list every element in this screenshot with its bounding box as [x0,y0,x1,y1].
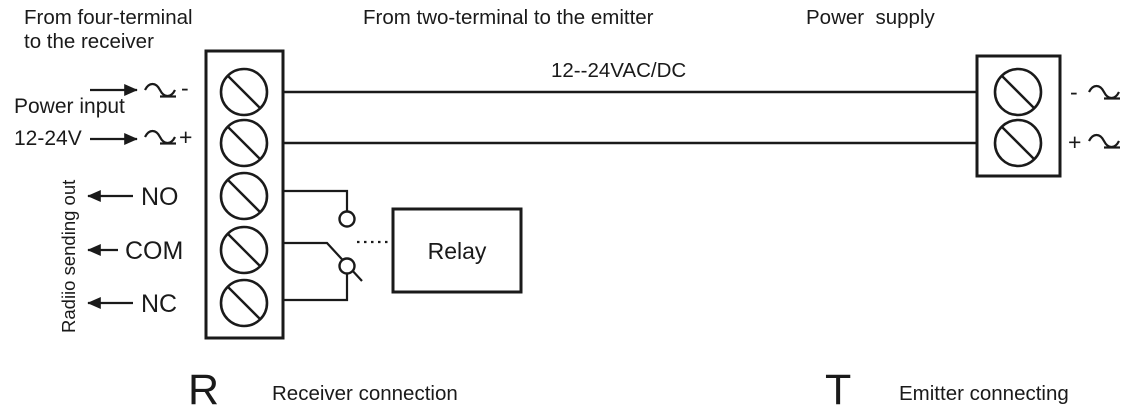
emitter-positive-sign: + [1068,129,1081,155]
caption-receiver-source-line1: From four-terminal [24,6,193,29]
emitter-symbol-t: T [825,366,851,413]
receiver-screw-terminal-3 [219,171,269,221]
output-label-nc: NC [141,290,177,318]
ac-dc-wave-symbol-negative-emitter [1088,84,1120,100]
emitter-bottom-caption: Emitter connecting [899,382,1069,405]
relay-contact-no-path [283,189,349,211]
relay-contact-nc-path [283,274,349,302]
relay-contact-com-pivot [338,257,356,275]
ac-dc-wave-symbol-positive-left [144,129,176,145]
output-label-no: NO [141,183,179,211]
output-label-com: COM [125,237,183,265]
receiver-screw-terminal-4 [219,225,269,275]
wire-voltage-label: 12--24VAC/DC [551,59,686,82]
emitter-screw-terminal-2 [993,118,1043,168]
caption-emitter-source: From two-terminal to the emitter [363,6,654,29]
emitter-negative-sign: - [1070,79,1078,105]
receiver-screw-terminal-1 [219,67,269,117]
caption-receiver-source-line2: to the receiver [24,30,154,53]
vertical-label-radio-sending-out: Radiio sending out [58,180,79,333]
ac-dc-wave-symbol-positive-emitter [1088,133,1120,149]
power-input-label-line1: Power input [14,95,125,118]
receiver-bottom-caption: Receiver connection [272,382,458,405]
emitter-screw-terminal-1 [993,67,1043,117]
caption-power-supply: Power supply [806,6,936,29]
receiver-symbol-r: R [188,366,219,413]
receiver-screw-terminal-2 [219,118,269,168]
left-positive-sign: + [179,124,192,150]
receiver-screw-terminal-5 [219,278,269,328]
power-input-label-line2: 12-24V [14,127,82,150]
relay-box [391,207,523,294]
left-negative-sign: - [181,75,189,101]
relay-contact-no-terminal [338,210,356,228]
relay-box-label: Relay [428,238,487,264]
ac-dc-wave-symbol-negative-left [144,82,176,98]
